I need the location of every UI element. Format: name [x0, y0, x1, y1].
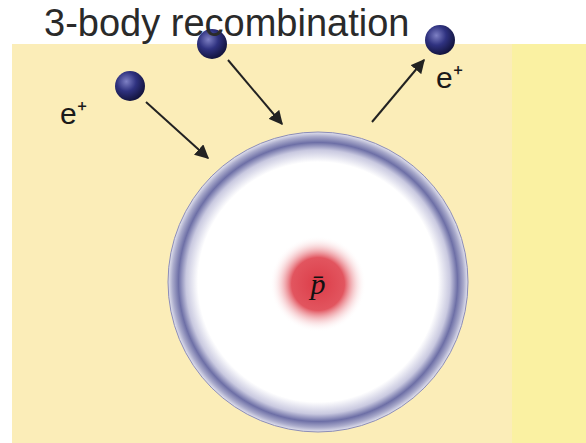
arrow [372, 60, 424, 122]
side-ground [512, 44, 586, 443]
positron-label: e⁺ [60, 92, 87, 133]
positron [425, 25, 455, 55]
positron-label: e⁺ [436, 56, 463, 97]
antiproton-glow [270, 236, 366, 332]
arrow [228, 60, 282, 124]
panel-ground [12, 44, 512, 443]
positron [115, 71, 145, 101]
slide-title: 3-body recombination [44, 2, 409, 45]
antiproton: p̄ [270, 236, 366, 332]
particle-label: p̄ [311, 269, 326, 299]
atom-orbit [168, 132, 468, 432]
arrow [146, 102, 208, 158]
